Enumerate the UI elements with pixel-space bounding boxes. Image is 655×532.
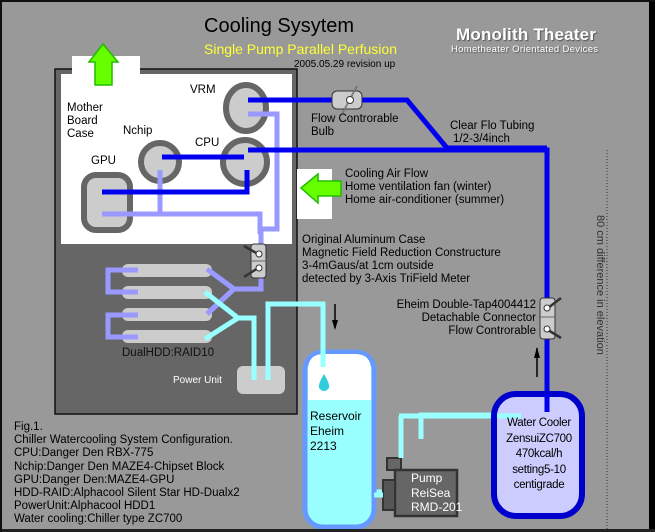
flow-bulb-label-line: Bulb — [311, 126, 335, 138]
water-cooler-label-line: ZensuiZC700 — [506, 432, 572, 445]
connector-label-line: Detachable Connector — [421, 312, 536, 324]
water-cooler-label-line: 470kcal/h — [515, 448, 563, 460]
brand-tagline: Hometheater Orientated Devices — [451, 44, 599, 55]
reservoir-label-line: Eheim — [310, 424, 345, 438]
revision-note: 2005.05.29 revision up — [294, 59, 396, 70]
connector-label-line: Eheim Double-Tap4004412 — [396, 299, 536, 311]
up-flow-arrow-icon — [534, 347, 540, 377]
water-cooler-label: Water Cooler ZensuiZC700 470kcal/h setti… — [498, 416, 580, 494]
figure-notes: Fig.1. Chiller Watercooling System Confi… — [14, 421, 240, 527]
water-drop-icon — [318, 374, 330, 391]
note-line: Chiller Watercooling System Configuratio… — [14, 434, 233, 447]
water-cooler-label-line: centigrade — [513, 479, 565, 491]
water-cooler — [491, 391, 585, 519]
gpu-label: GPU — [91, 155, 116, 167]
reservoir-label: Reservoir Eheim 2213 — [310, 409, 361, 454]
reservoir-label-line: Reservoir — [310, 409, 362, 423]
vrm-block — [223, 82, 269, 134]
flow-bulb-valve[interactable] — [331, 85, 363, 115]
down-flow-arrow-icon — [332, 304, 338, 330]
flow-bulb-label: Flow Controrable Bulb — [311, 113, 399, 139]
page-subtitle: Single Pump Parallel Perfusion — [204, 41, 397, 57]
note-line: GPU:Danger Den:MAZE4-GPU — [14, 473, 175, 486]
tubing-label: Clear Flo Tubing 1/2-3/4inch — [450, 120, 534, 146]
cold-tubes — [102, 97, 550, 407]
power-unit-label: Power Unit — [173, 375, 222, 386]
flow-bulb-label-line: Flow Controrable — [311, 113, 399, 125]
water-cooler-label-line: Water Cooler — [507, 417, 571, 429]
motherboard-label-line: Case — [67, 128, 94, 140]
note-line: Nchip:Danger Den MAZE4-Chipset Block — [14, 460, 225, 473]
connector-label: Eheim Double-Tap4004412 Detachable Conne… — [397, 299, 536, 338]
note-line: HDD-RAID:Alphacool Silent Star HD-Dualx2 — [14, 487, 240, 500]
airflow-label: Cooling Air Flow Home ventilation fan (w… — [345, 168, 504, 207]
gpu-block — [81, 172, 133, 233]
motherboard-case-label: Mother Board Case — [67, 102, 103, 141]
aluminum-case-label-line: 3-4mGaus/at 1cm outside — [302, 260, 434, 272]
aluminum-case-label: Original Aluminum Case Magnetic Field Re… — [302, 234, 501, 286]
tubing-label-line: Clear Flo Tubing — [450, 120, 535, 132]
brand-name: Monolith Theater — [456, 25, 597, 44]
aluminum-case-label-line: detected by 3-Axis TriField Meter — [302, 273, 471, 285]
airflow-label-line: Home air-conditioner (summer) — [345, 194, 505, 206]
airflow-label-line: Home ventilation fan (winter) — [345, 181, 492, 193]
pump-label-line: Pump — [411, 471, 443, 485]
bottom-border — [2, 529, 655, 532]
intake-arrow-icon — [299, 172, 342, 205]
reservoir-label-line: 2213 — [310, 439, 337, 453]
page-title: Cooling Sysytem — [204, 15, 355, 37]
note-line: Water cooling:Chiller type ZC700 — [14, 513, 183, 526]
motherboard-label-line: Mother — [67, 102, 103, 114]
right-border — [649, 2, 655, 532]
hdd-return-tubes — [105, 266, 238, 340]
motherboard-label-line: Board — [67, 115, 98, 127]
pump-label-line: ReiSea — [411, 485, 451, 500]
power-unit — [237, 366, 285, 394]
nchip-label: Nchip — [123, 125, 153, 137]
cpu-label: CPU — [195, 137, 220, 149]
airflow-label-line: Cooling Air Flow — [345, 168, 429, 180]
hdd-label: DualHDD:RAID10 — [122, 347, 215, 359]
power-unit-tubes — [251, 304, 271, 380]
pump-label: Pump ReiSea RMD-201 — [411, 471, 462, 515]
note-line: CPU:Danger Den RBX-775 — [14, 447, 154, 460]
note-line: Fig.1. — [14, 421, 43, 433]
water-cooler-label-line: setting5-10 — [512, 463, 566, 476]
reservoir — [302, 302, 377, 530]
note-line: PowerUnit:Alphacool HDD1 — [14, 500, 156, 513]
aluminum-case-label-line: Magnetic Field Reduction Constructure — [302, 247, 501, 259]
hdd-raid — [122, 264, 212, 343]
connector-label-line: Flow Controrable — [448, 325, 536, 337]
aluminum-case-label-line: Original Aluminum Case — [302, 234, 426, 246]
exhaust-arrow-icon — [87, 42, 120, 86]
pump-label-line: RMD-201 — [411, 500, 463, 514]
pump — [374, 457, 459, 518]
tubing-label-line: 1/2-3/4inch — [453, 133, 510, 145]
case-double-tap-connector[interactable] — [243, 243, 267, 279]
eheim-double-tap-connector[interactable] — [539, 297, 562, 340]
elevation-label: 80 cm difference in elevation — [594, 215, 606, 355]
vrm-label: VRM — [190, 84, 216, 96]
